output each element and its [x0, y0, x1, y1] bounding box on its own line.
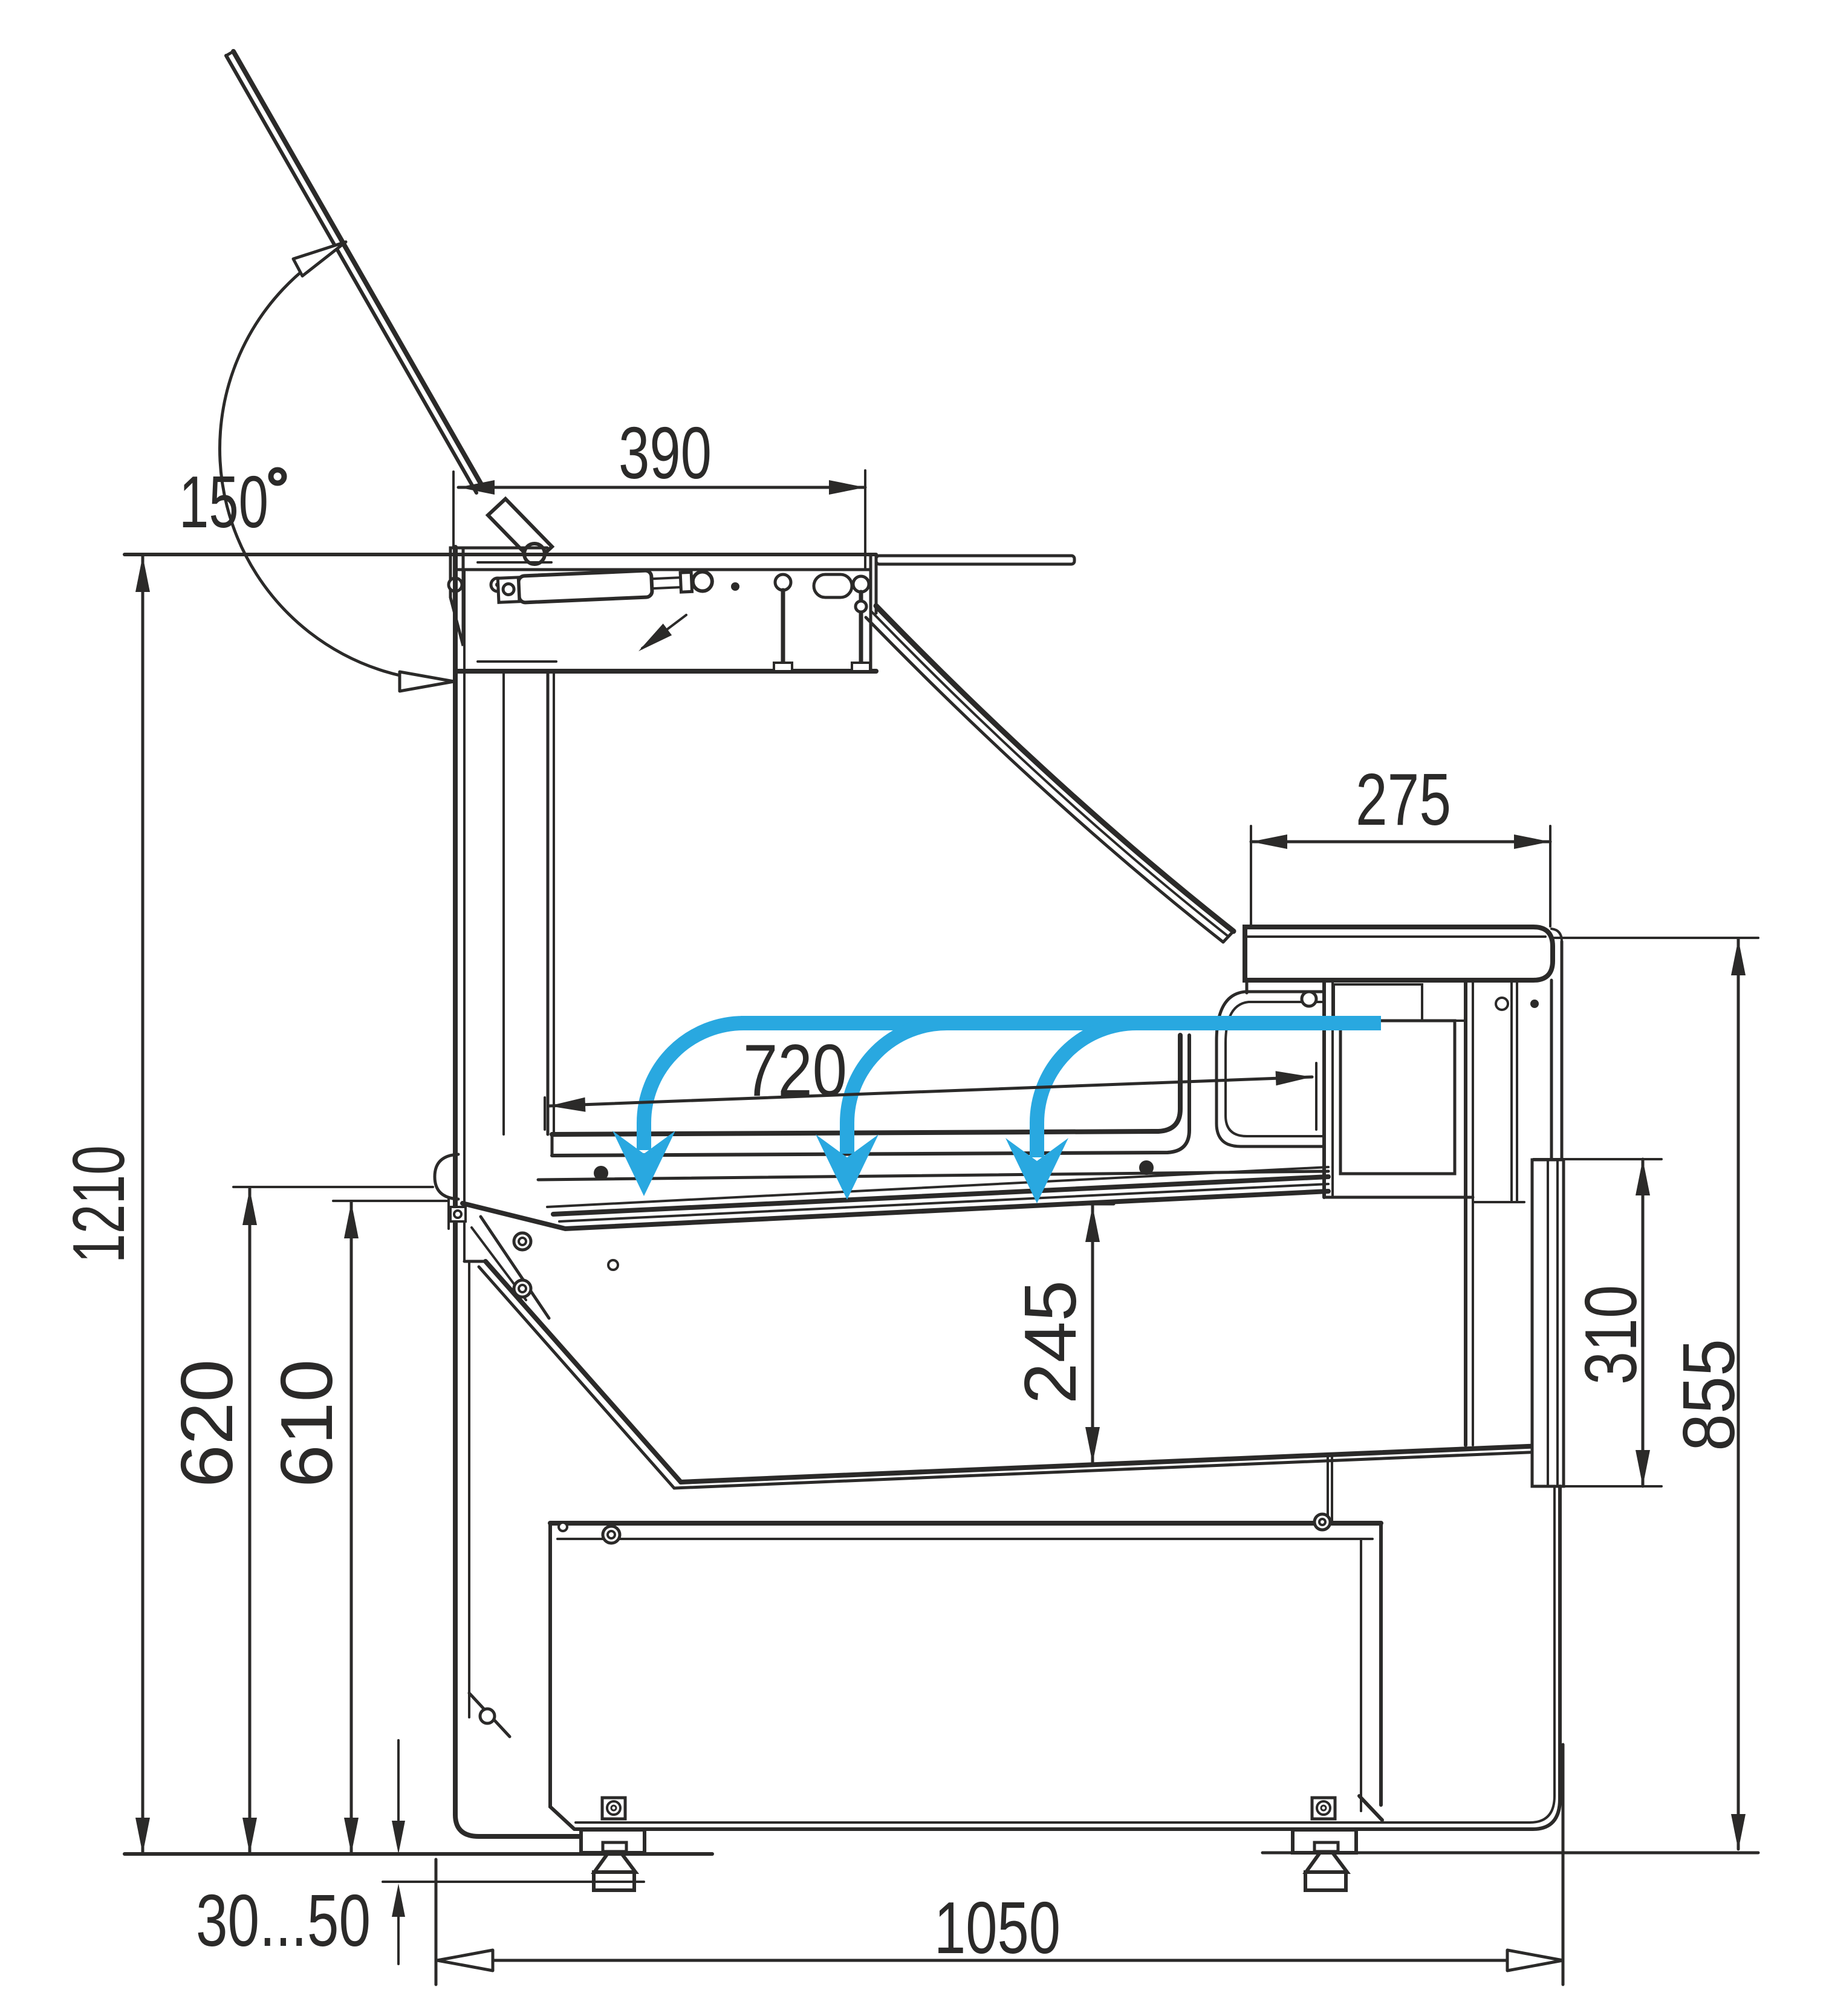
- svg-text:390: 390: [619, 412, 712, 494]
- svg-text:245: 245: [1009, 1280, 1091, 1404]
- svg-text:720: 720: [743, 1029, 847, 1111]
- svg-text:310: 310: [1570, 1285, 1652, 1385]
- svg-text:1210: 1210: [57, 1145, 140, 1263]
- svg-text:275: 275: [1356, 758, 1451, 841]
- svg-text:30...50: 30...50: [196, 1879, 371, 1962]
- svg-text:1050: 1050: [934, 1887, 1061, 1969]
- svg-text:150: 150: [179, 461, 268, 543]
- svg-text:855: 855: [1668, 1339, 1750, 1451]
- svg-text:610: 610: [265, 1359, 348, 1488]
- svg-text:620: 620: [166, 1359, 248, 1488]
